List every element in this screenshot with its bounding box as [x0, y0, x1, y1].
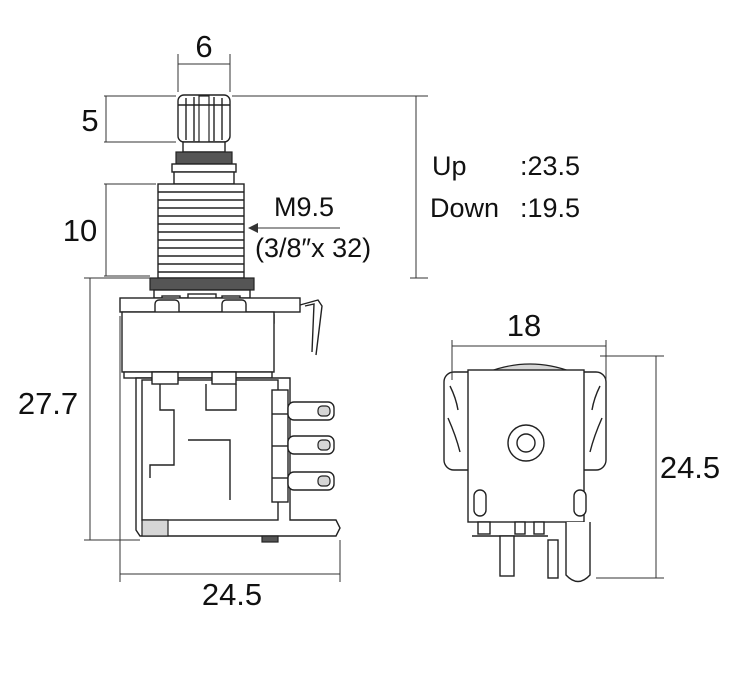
front-pin: [499, 535, 515, 577]
shaft-up-label: Up: [432, 151, 467, 181]
dim-knurl-height: 5: [81, 103, 98, 138]
dim-side-width: 18: [507, 308, 541, 343]
knurled-knob: [177, 94, 231, 143]
dim-thread-height: 10: [63, 213, 97, 248]
shaft-down-label: Down: [430, 193, 499, 223]
thread-spec: (3/8″x 32): [255, 233, 371, 263]
dim-shaft-width: 6: [195, 29, 212, 64]
front-view: [443, 363, 607, 583]
side-view: [119, 94, 341, 543]
dim-side-height: 24.5: [660, 450, 720, 485]
thread-size: M9.5: [274, 192, 334, 222]
shaft-collar: [171, 141, 237, 185]
shaft-down-value: :19.5: [520, 193, 580, 223]
dimension-lines: [84, 54, 664, 582]
solder-lugs: [287, 401, 335, 491]
pot-housing: [121, 311, 275, 379]
dim-body-height: 27.7: [18, 386, 78, 421]
dim-body-width: 24.5: [202, 577, 262, 612]
switch-body: [135, 371, 341, 543]
threaded-bushing: [157, 183, 245, 279]
front-pin: [547, 539, 559, 579]
shaft-up-value: :23.5: [520, 151, 580, 181]
